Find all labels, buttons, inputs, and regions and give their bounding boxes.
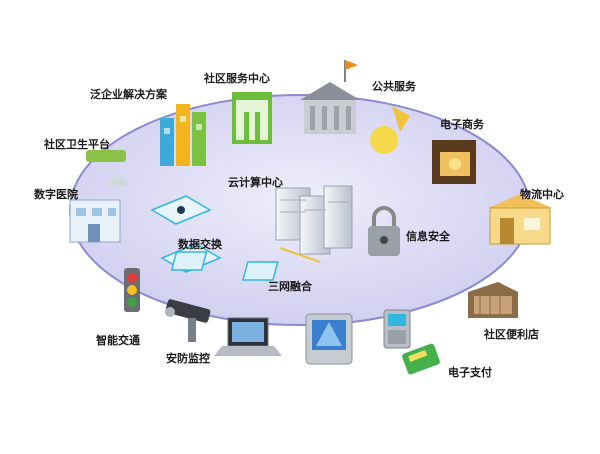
label-triple-network: 三网融合 (268, 280, 312, 293)
label-community-service-center: 社区服务中心 (204, 72, 270, 85)
community-store-icon (468, 282, 518, 318)
security-camera-icon (165, 299, 211, 342)
enterprise-building-icon (160, 104, 206, 166)
public-service-shield-icon (370, 106, 410, 154)
atm-phone-icon (383, 309, 411, 349)
community-center-icon (232, 92, 272, 144)
label-community-health: 社区卫生平台 (44, 138, 110, 151)
label-cloud-center: 云计算中心 (228, 176, 283, 189)
label-community-store: 社区便利店 (484, 328, 539, 341)
label-public-service: 公共服务 (372, 80, 416, 93)
label-ecommerce: 电子商务 (440, 118, 484, 131)
label-digital-hospital: 数字医院 (34, 188, 78, 201)
traffic-light-icon (124, 268, 140, 312)
label-enterprise: 泛企业解决方案 (90, 88, 167, 101)
label-logistics-center: 物流中心 (520, 188, 564, 201)
padlock-icon (368, 206, 400, 256)
label-security-monitor: 安防监控 (166, 352, 210, 365)
label-data-exchange: 数据交换 (178, 238, 222, 251)
laptop-icon (214, 317, 282, 356)
digital-hospital-icon (69, 199, 121, 243)
public-service-building-icon (300, 60, 360, 134)
payment-card-icon (402, 343, 440, 375)
community-health-icon (86, 150, 128, 187)
label-e-payment: 电子支付 (448, 366, 492, 379)
logistics-warehouse-icon (488, 194, 552, 245)
label-info-security: 信息安全 (406, 230, 450, 243)
label-smart-traffic: 智能交通 (96, 334, 140, 347)
triple-network-icon (170, 247, 321, 281)
tv-terminal-icon (305, 313, 353, 365)
cloud-server-icon (275, 185, 353, 255)
ecommerce-icon (432, 140, 476, 184)
